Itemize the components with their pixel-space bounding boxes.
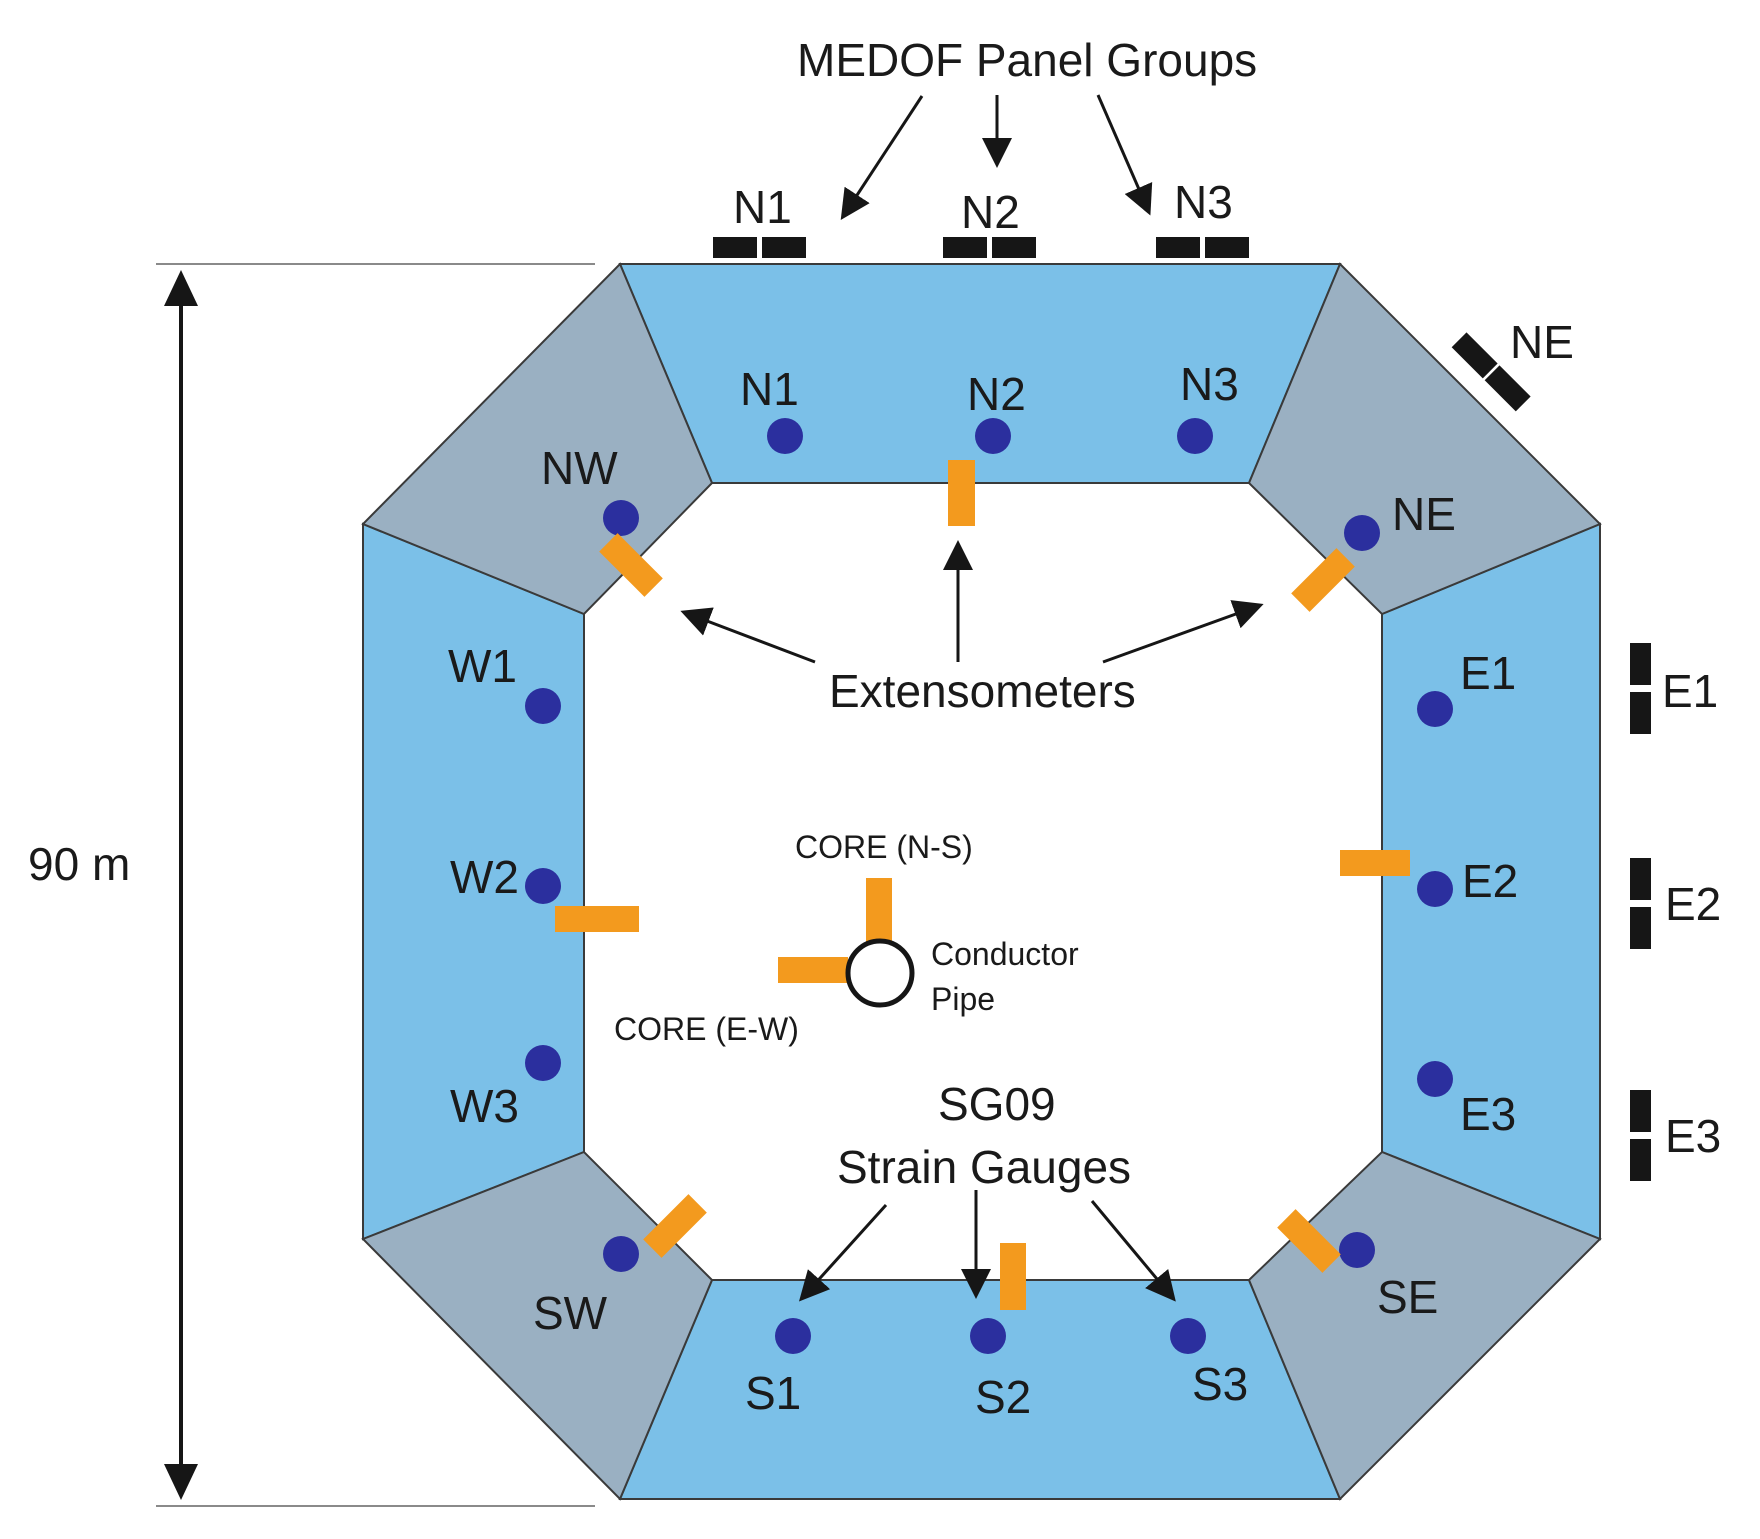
panel-group-n2: N2 [943, 186, 1036, 258]
panel-group-n1: N1 [713, 181, 806, 258]
northeast-corner-panel [1247, 262, 1602, 616]
panel-group-n3-label: N3 [1174, 176, 1233, 228]
gauge-n2-label: N2 [967, 368, 1026, 420]
medof-title: MEDOF Panel Groups [797, 34, 1257, 86]
gauge-w1-label: W1 [448, 640, 517, 692]
gauge-s3-label: S3 [1192, 1358, 1248, 1410]
medof-panel-groups: N1 N2 N3 NE E1 E2 E3 [713, 176, 1721, 1181]
core-ew-label: CORE (E-W) [614, 1011, 799, 1047]
gauge-e2 [1417, 871, 1453, 907]
dimension-label: 90 m [28, 838, 130, 890]
extensometer-northeast [1291, 548, 1355, 612]
gauge-e3 [1417, 1061, 1453, 1097]
gauge-s2 [970, 1318, 1006, 1354]
gauge-s3 [1170, 1318, 1206, 1354]
gauge-e1 [1417, 691, 1453, 727]
extensometer-northwest [599, 533, 663, 597]
gauge-ne-label: NE [1392, 488, 1456, 540]
gauge-w2-label: W2 [450, 851, 519, 903]
dimension-arrow-up-icon [164, 270, 198, 306]
arrow-to-n3 [1096, 94, 1153, 216]
conductor-pipe-label-line1: Conductor [931, 936, 1079, 972]
strain-gauges-callout: SG09 Strain Gauges [798, 1078, 1176, 1302]
panel-group-e3: E3 [1630, 1090, 1721, 1181]
core-ns-label: CORE (N-S) [795, 829, 973, 865]
gauge-n1 [767, 418, 803, 454]
gauge-nw [603, 500, 639, 536]
extensometers [555, 460, 1410, 1310]
gauge-labels: N1 N2 N3 NW NE W1 W2 W3 E1 E2 E3 SW SE S… [448, 358, 1518, 1423]
gauge-e2-label: E2 [1462, 855, 1518, 907]
conductor-pipe-icon [845, 938, 915, 1008]
extensometer-southeast [1277, 1209, 1341, 1273]
extensometer-southwest [643, 1194, 707, 1258]
gauge-ne [1344, 515, 1380, 551]
arrow-to-gauge-s3 [1090, 1200, 1176, 1302]
gauge-w1 [525, 688, 561, 724]
extensometers-label: Extensometers [829, 665, 1136, 717]
panel-group-e2-label: E2 [1665, 878, 1721, 930]
dimension-arrow-down-icon [164, 1464, 198, 1500]
panel-group-n1-label: N1 [733, 181, 792, 233]
gauge-w2 [525, 868, 561, 904]
extensometer-north [948, 460, 975, 526]
gauge-n3-label: N3 [1180, 358, 1239, 410]
southeast-corner-panel [1247, 1150, 1602, 1501]
gauge-nw-label: NW [541, 442, 618, 494]
gauge-se [1339, 1232, 1375, 1268]
panel-group-ne: NE [1451, 316, 1574, 412]
gauge-e1-label: E1 [1460, 647, 1516, 699]
panel-group-e1: E1 [1630, 643, 1718, 734]
gauge-n2 [975, 418, 1011, 454]
strain-gauges-label-line1: SG09 [938, 1078, 1056, 1130]
gauge-n1-label: N1 [740, 363, 799, 415]
conductor-pipe-label-line2: Pipe [931, 981, 995, 1017]
extensometer-core-ew [778, 957, 848, 983]
extensometer-core-ns [866, 878, 892, 942]
gauge-sw [603, 1236, 639, 1272]
panel-group-e3-label: E3 [1665, 1110, 1721, 1162]
gauge-w3-label: W3 [450, 1080, 519, 1132]
strain-gauges [525, 418, 1453, 1354]
arrow-to-gauge-s1 [798, 1203, 888, 1302]
gauge-sw-label: SW [533, 1287, 608, 1339]
extensometers-callout: Extensometers [680, 540, 1264, 717]
dimension-indicator: 90 m [28, 263, 595, 1507]
extensometer-south [1000, 1243, 1026, 1310]
arrow-to-n1 [840, 95, 924, 221]
gauge-s1-label: S1 [745, 1367, 801, 1419]
gauge-s2-label: S2 [975, 1371, 1031, 1423]
gauge-w3 [525, 1045, 561, 1081]
strain-gauges-label-line2: Strain Gauges [837, 1141, 1131, 1193]
panel-group-e1-label: E1 [1662, 665, 1718, 717]
gauge-s1 [775, 1318, 811, 1354]
medof-arrows [840, 94, 1153, 221]
arrow-to-extensometer-ne [1102, 600, 1264, 664]
panel-group-n2-label: N2 [961, 186, 1020, 238]
gauge-e3-label: E3 [1460, 1088, 1516, 1140]
gauge-se-label: SE [1377, 1271, 1438, 1323]
arrow-to-extensometer-nw [680, 607, 816, 664]
panel-group-e2: E2 [1630, 858, 1721, 949]
panel-group-ne-label: NE [1510, 316, 1574, 368]
panel-group-n3: N3 [1156, 176, 1249, 258]
extensometer-west [555, 906, 639, 932]
extensometer-east [1340, 850, 1410, 876]
gauge-n3 [1177, 418, 1213, 454]
